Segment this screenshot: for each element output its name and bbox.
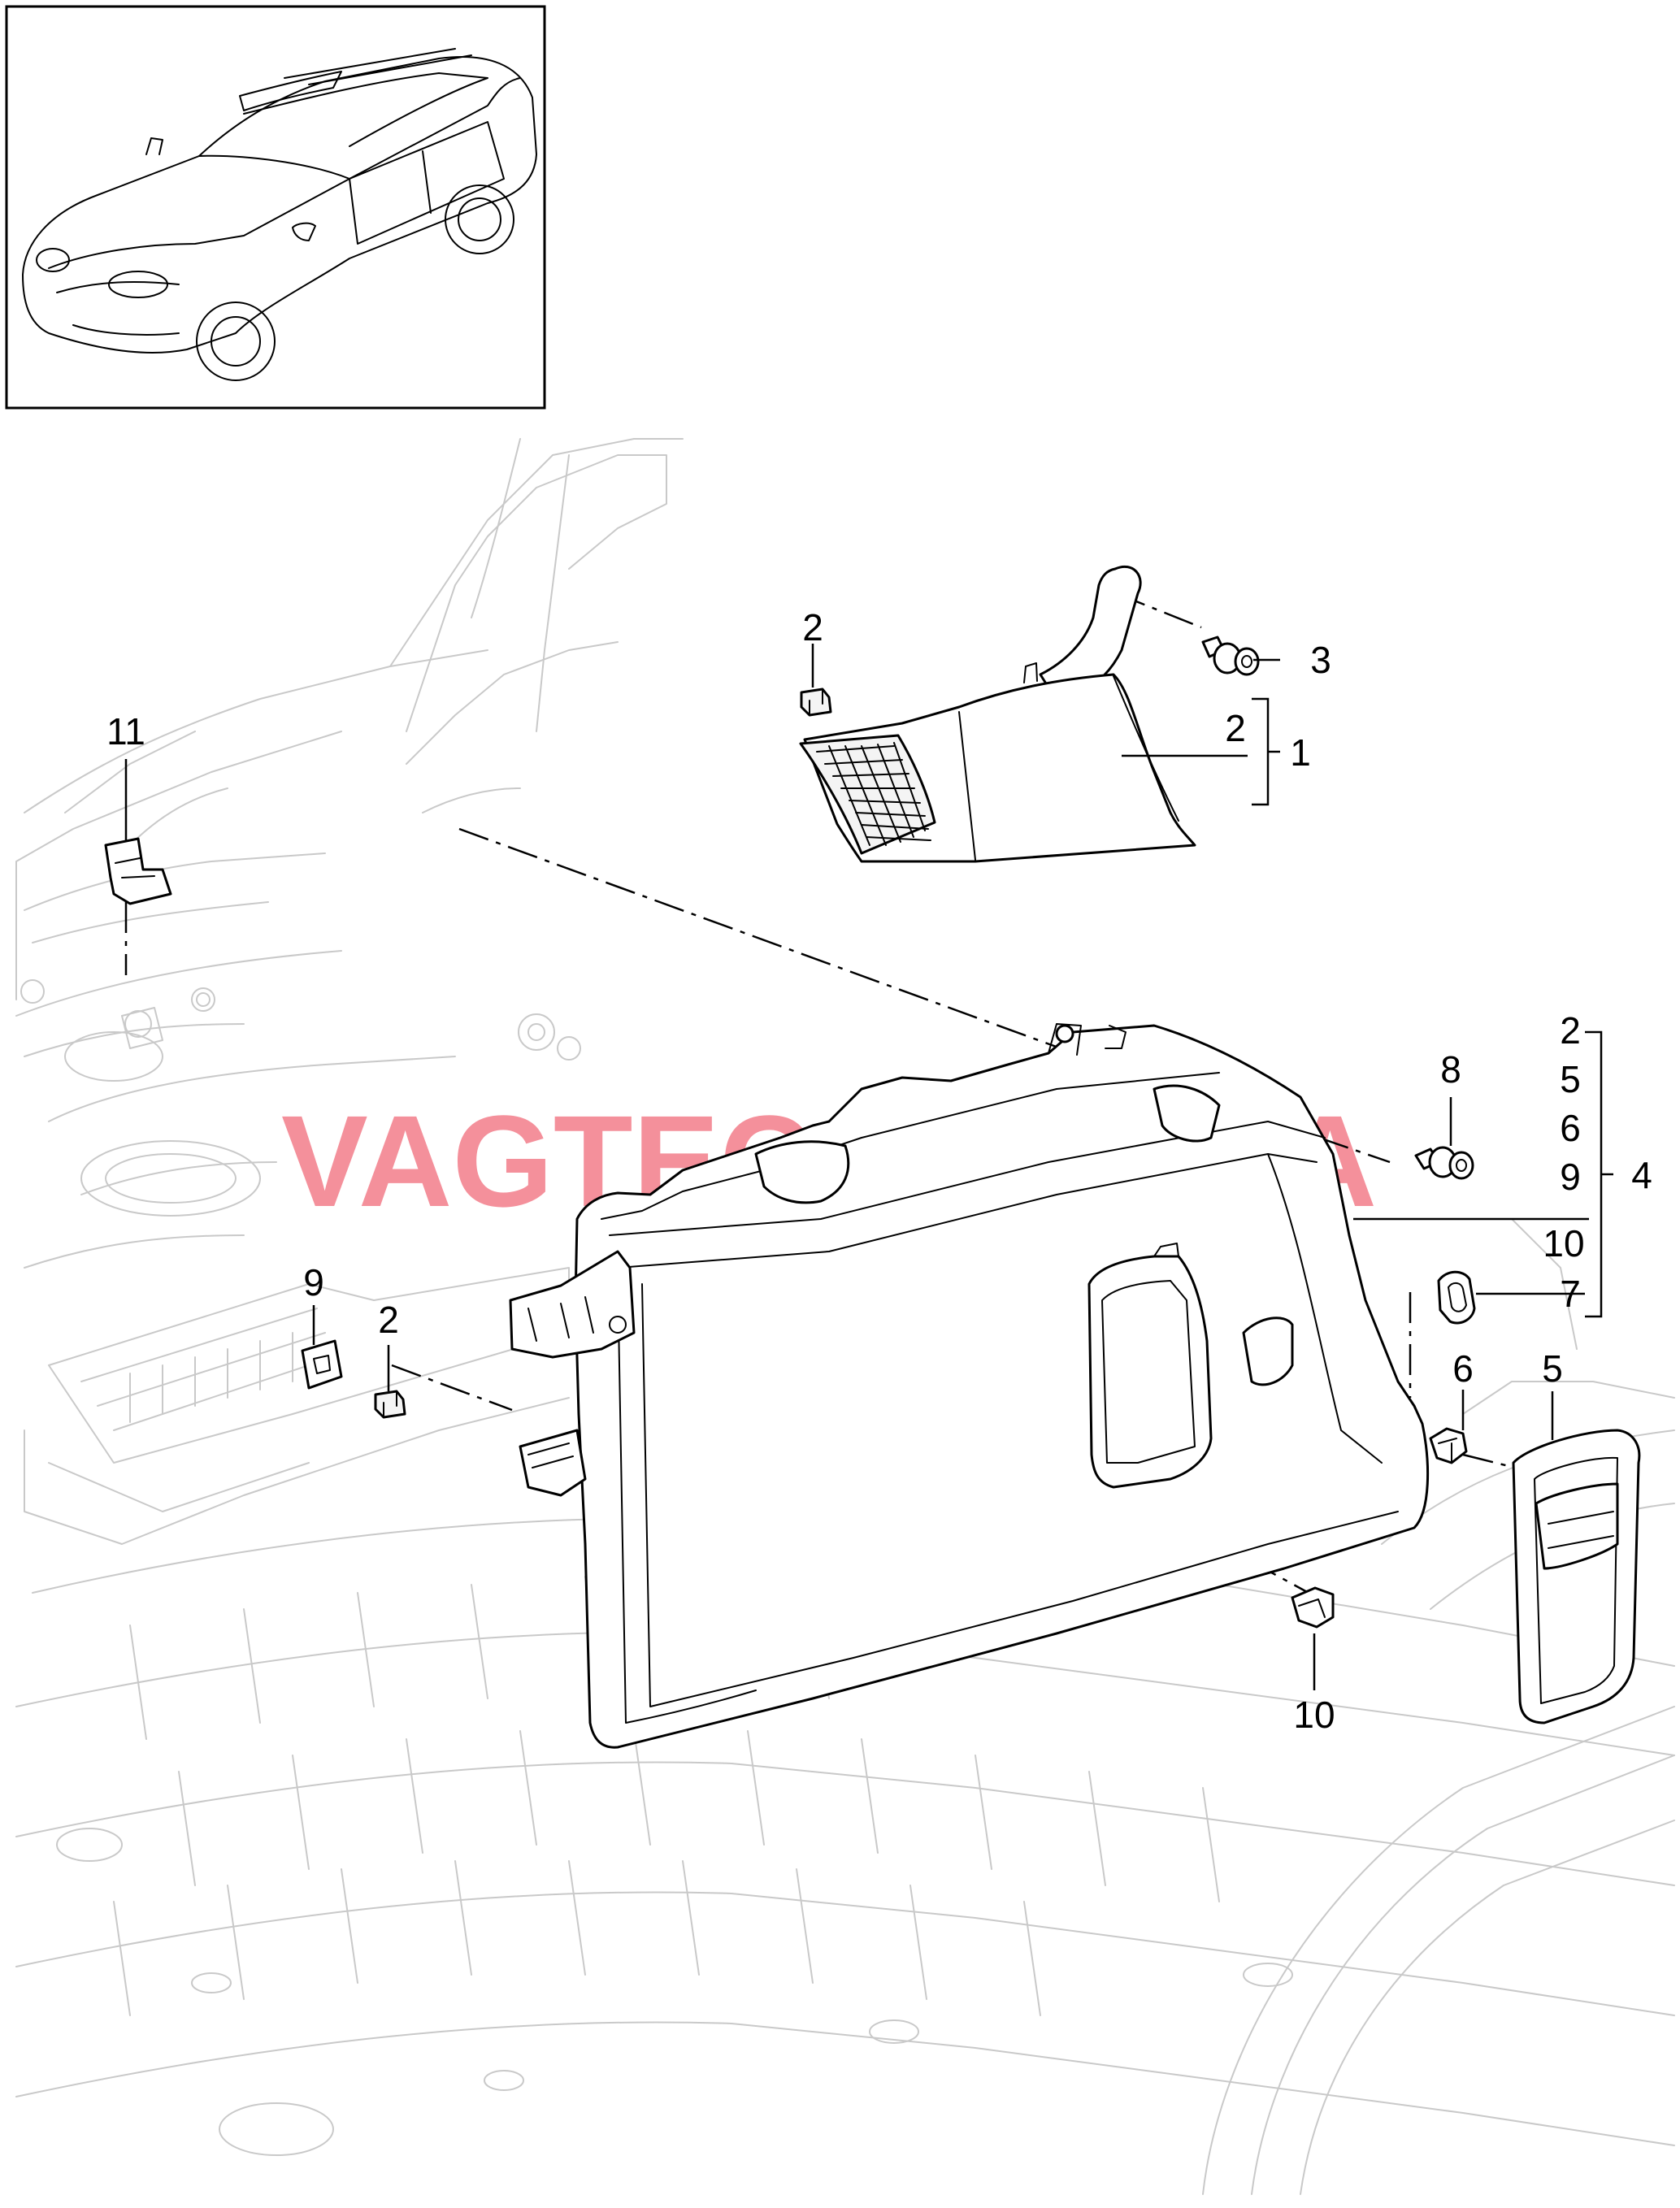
- callout-3: 3: [1310, 639, 1331, 681]
- callout-2-upper-group: 2: [1225, 707, 1246, 749]
- callout-2-lower: 2: [378, 1299, 399, 1341]
- callout-numbers: 2 3 2 1 11 8 2 5 6 9 4 10 7 6 5 9 2 10: [106, 606, 1652, 1736]
- callout-5-group: 5: [1560, 1058, 1581, 1100]
- vehicle-thumbnail: [5, 5, 546, 410]
- callout-10-group: 10: [1543, 1222, 1584, 1265]
- callout-2-group: 2: [1560, 1009, 1581, 1052]
- suv-illustration-icon: [22, 48, 537, 381]
- callout-2-top: 2: [802, 606, 823, 649]
- side-trim-panel: [509, 1023, 1430, 1749]
- callout-1: 1: [1290, 731, 1311, 774]
- screw-part-8: [1414, 1146, 1474, 1180]
- callout-9-group: 9: [1560, 1156, 1581, 1198]
- callout-11: 11: [106, 710, 145, 753]
- callout-9: 9: [303, 1261, 324, 1304]
- clip-part-2-lower: [374, 1390, 406, 1419]
- screw-part-3: [1201, 636, 1260, 676]
- callout-8: 8: [1440, 1048, 1461, 1091]
- clip-part-10: [1291, 1586, 1335, 1629]
- callout-6-group: 6: [1560, 1107, 1581, 1149]
- callout-10: 10: [1293, 1694, 1335, 1736]
- thumbnail-frame: [5, 5, 546, 410]
- callout-leader-lines: [124, 644, 1613, 1690]
- clip-part-6: [1429, 1427, 1468, 1464]
- cover-panel-part-5: [1512, 1429, 1641, 1724]
- upper-trim-panel: [799, 565, 1196, 863]
- clip-part-2-top: [800, 688, 832, 717]
- callout-5: 5: [1542, 1347, 1563, 1390]
- callout-6: 6: [1452, 1347, 1474, 1390]
- callout-4: 4: [1631, 1154, 1652, 1196]
- callout-7: 7: [1560, 1273, 1581, 1315]
- body-shell-background: [15, 438, 1675, 2195]
- clip-part-9: [301, 1339, 343, 1390]
- grommet-part-7: [1437, 1270, 1476, 1325]
- clip-part-11: [104, 837, 172, 905]
